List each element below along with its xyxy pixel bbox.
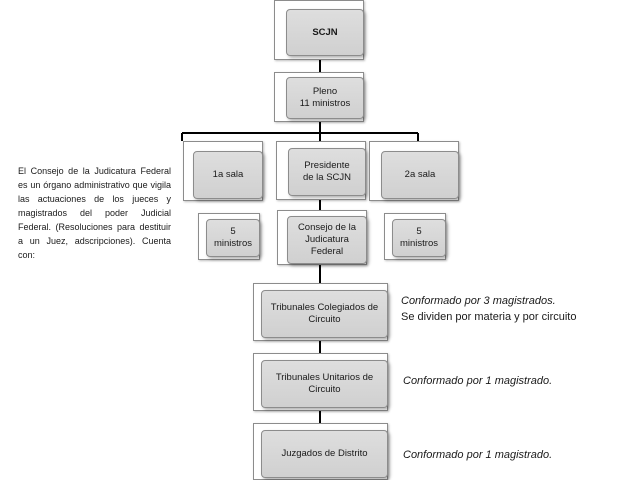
note-juzgados: Conformado por 1 magistrado. — [403, 449, 553, 461]
node-presidente: Presidente de la SCJN — [276, 141, 366, 200]
node-sala2-ministros: 5 ministros — [384, 213, 446, 260]
node-scjn: SCJN — [274, 0, 364, 60]
node-pleno: Pleno 11 ministros — [274, 72, 364, 122]
node-consejo-label: Consejo de la Judicatura Federal — [287, 216, 367, 264]
node-sala1-ministros-label: ministros — [213, 238, 252, 249]
node-unitarios-label: Tribunales Unitarios de Circuito — [261, 360, 388, 408]
node-scjn-label: SCJN — [286, 9, 364, 56]
node-juzgados-label: Juzgados de Distrito — [261, 430, 388, 478]
node-unitarios: Tribunales Unitarios de Circuito — [253, 353, 388, 411]
node-sala2-label: 2a sala — [381, 151, 459, 199]
node-sala2: 2a sala — [369, 141, 459, 201]
node-presidente-label: Presidente de la SCJN — [288, 148, 366, 196]
node-sala1-label: 1a sala — [193, 151, 263, 199]
consejo-description: El Consejo de la Judicatura Federal es u… — [18, 166, 171, 260]
node-sala1: 1a sala — [183, 141, 263, 201]
node-pleno-box: Pleno 11 ministros — [286, 77, 364, 119]
node-sala1-ministros-box: 5 ministros — [206, 219, 260, 257]
note-unitarios: Conformado por 1 magistrado. — [403, 375, 553, 387]
node-sala2-ministros-label: ministros — [399, 238, 438, 249]
node-consejo: Consejo de la Judicatura Federal — [277, 210, 367, 265]
node-pleno-label: Pleno — [312, 86, 338, 98]
note-colegiados: Conformado por 3 magistrados. Se dividen… — [401, 293, 576, 325]
node-sala2-ministros-box: 5 ministros — [392, 219, 446, 257]
node-juzgados: Juzgados de Distrito — [253, 423, 388, 480]
node-colegiados: Tribunales Colegiados de Circuito — [253, 283, 388, 341]
node-sala2-ministros-count: 5 — [416, 226, 422, 238]
node-colegiados-label: Tribunales Colegiados de Circuito — [261, 290, 388, 338]
node-sala1-ministros-count: 5 — [230, 226, 236, 238]
node-sala1-ministros: 5 ministros — [198, 213, 260, 260]
note-colegiados-line2: Se dividen por materia y por circuito — [401, 311, 577, 323]
note-colegiados-line1: Conformado por 3 magistrados. — [401, 295, 556, 307]
node-pleno-ministros: 11 ministros — [299, 98, 351, 109]
